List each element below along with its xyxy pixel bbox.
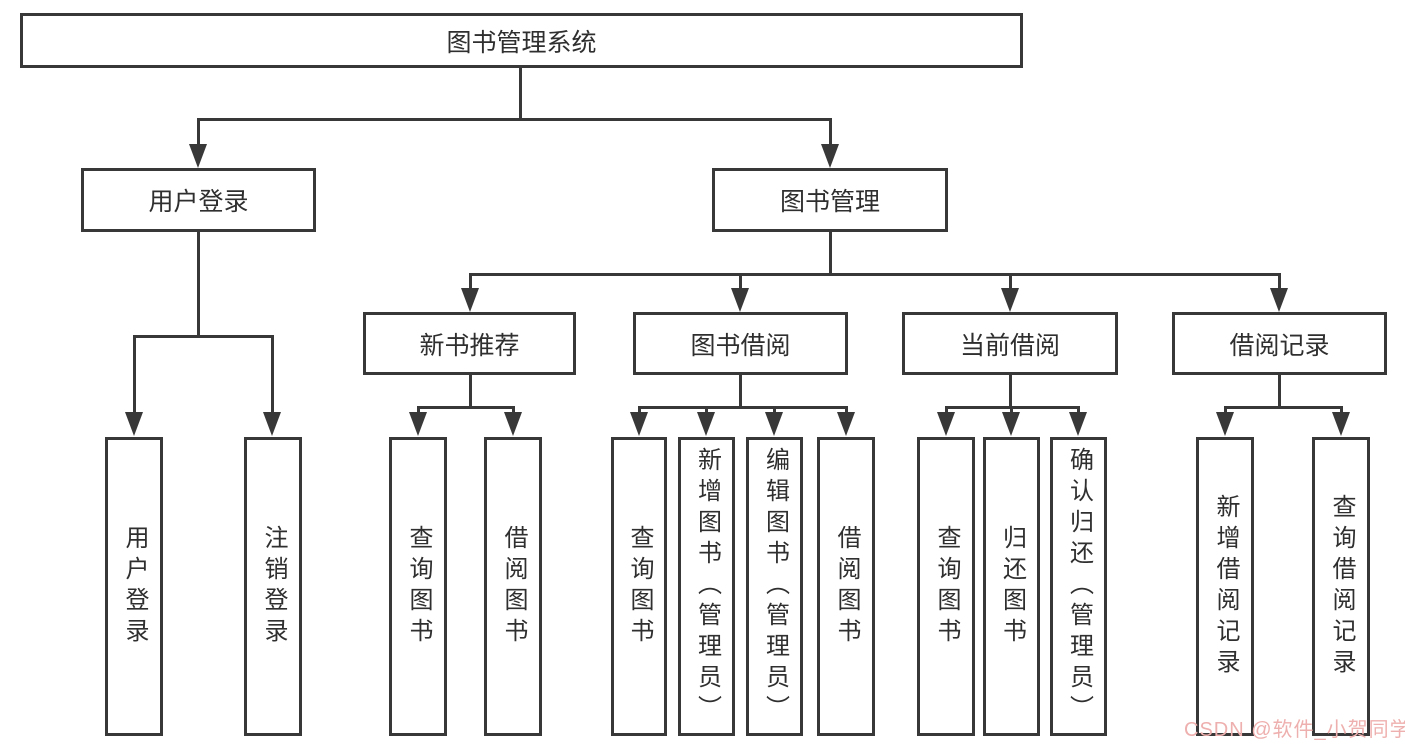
arrowhead-down-icon	[837, 412, 855, 436]
connector-stem	[469, 273, 472, 290]
leaf-return-book-label: 归还图书	[998, 524, 1026, 649]
arrowhead-down-icon	[409, 412, 427, 436]
node-book-borrow: 图书借阅	[633, 312, 848, 375]
node-book-management-label: 图书管理	[779, 188, 880, 216]
leaf-borrow-book-newrec-label: 借阅图书	[500, 524, 527, 649]
connector-stem	[271, 335, 274, 414]
node-new-book-recommend-label: 新书推荐	[419, 331, 520, 360]
node-user-login-label: 用户登录	[148, 188, 249, 216]
leaf-query-book-borrow-label: 查询图书	[626, 524, 653, 649]
connector-bar	[1224, 406, 1342, 409]
leaf-add-borrow-record-label: 新增借阅记录	[1212, 493, 1239, 680]
node-root-label: 图书管理系统	[446, 28, 597, 57]
leaf-borrow-book: 借阅图书	[817, 437, 875, 736]
connector-stem	[773, 406, 776, 414]
connector-stem	[1340, 406, 1343, 414]
arrowhead-down-icon	[263, 412, 281, 436]
arrowhead-down-icon	[1216, 412, 1234, 436]
connector-stem	[417, 406, 420, 414]
leaf-add-book-admin: 新增图书（管理员）	[678, 437, 735, 736]
connector-level2-bar	[469, 273, 1280, 276]
connector-stem	[1224, 406, 1227, 414]
connector-level1-bar	[197, 118, 832, 121]
leaf-query-book-borrow: 查询图书	[611, 437, 667, 736]
leaf-logout-login: 注销登录	[244, 437, 302, 736]
connector-stem	[945, 406, 948, 414]
arrowhead-down-icon	[504, 412, 522, 436]
connector-bar	[133, 335, 274, 338]
leaf-confirm-return-admin: 确认归还（管理员）	[1050, 437, 1107, 736]
leaf-borrow-book-label: 借阅图书	[833, 524, 860, 649]
leaf-borrow-book-newrec: 借阅图书	[484, 437, 542, 736]
arrowhead-down-icon	[189, 144, 207, 168]
connector-stem	[197, 232, 200, 335]
connector-stem	[133, 335, 136, 414]
node-root: 图书管理系统	[20, 13, 1023, 68]
node-new-book-recommend: 新书推荐	[363, 312, 576, 375]
connector-stem	[1278, 273, 1281, 290]
connector-stem	[829, 232, 832, 273]
leaf-confirm-return-admin-label: 确认归还（管理员）	[1065, 447, 1093, 726]
node-borrow-records-label: 借阅记录	[1229, 331, 1330, 360]
connector-stem	[1009, 375, 1012, 406]
connector-stem	[1278, 375, 1281, 406]
connector-stem	[739, 273, 742, 290]
node-book-borrow-label: 图书借阅	[690, 331, 791, 360]
leaf-user-login: 用户登录	[105, 437, 163, 736]
arrowhead-down-icon	[1332, 412, 1350, 436]
leaf-return-book: 归还图书	[983, 437, 1040, 736]
arrowhead-down-icon	[630, 412, 648, 436]
connector-stem	[638, 406, 641, 414]
connector-root-stem	[519, 68, 522, 118]
node-user-login: 用户登录	[81, 168, 316, 232]
connector-stem	[845, 406, 848, 414]
connector-stem	[1009, 273, 1012, 290]
connector-stem	[197, 118, 200, 146]
connector-stem	[739, 375, 742, 406]
connector-stem	[1010, 406, 1013, 414]
leaf-add-book-admin-label: 新增图书（管理员）	[693, 447, 721, 726]
connector-stem	[829, 118, 832, 146]
arrowhead-down-icon	[821, 144, 839, 168]
arrowhead-down-icon	[1069, 412, 1087, 436]
leaf-query-book-newrec: 查询图书	[389, 437, 447, 736]
leaf-query-borrow-record: 查询借阅记录	[1312, 437, 1370, 736]
connector-stem	[705, 406, 708, 414]
arrowhead-down-icon	[1002, 412, 1020, 436]
connector-stem	[1077, 406, 1080, 414]
leaf-query-borrow-record-label: 查询借阅记录	[1328, 493, 1355, 680]
node-book-management: 图书管理	[712, 168, 948, 232]
leaf-query-book-current: 查询图书	[917, 437, 975, 736]
leaf-edit-book-admin: 编辑图书（管理员）	[746, 437, 803, 736]
arrowhead-down-icon	[125, 412, 143, 436]
csdn-watermark: CSDN @软件_小贺同学	[1184, 713, 1405, 742]
arrowhead-down-icon	[461, 288, 479, 312]
arrowhead-down-icon	[731, 288, 749, 312]
connector-bar	[638, 406, 847, 409]
leaf-logout-login-label: 注销登录	[260, 524, 287, 649]
connector-stem	[469, 375, 472, 406]
arrowhead-down-icon	[697, 412, 715, 436]
leaf-edit-book-admin-label: 编辑图书（管理员）	[761, 447, 789, 726]
leaf-query-book-newrec-label: 查询图书	[405, 524, 432, 649]
leaf-query-book-current-label: 查询图书	[933, 524, 960, 649]
connector-stem	[512, 406, 515, 414]
arrowhead-down-icon	[765, 412, 783, 436]
csdn-watermark-text: CSDN @软件_小贺同学	[1184, 719, 1405, 741]
arrowhead-down-icon	[937, 412, 955, 436]
node-borrow-records: 借阅记录	[1172, 312, 1387, 375]
node-current-borrow-label: 当前借阅	[959, 331, 1060, 360]
connector-bar	[417, 406, 514, 409]
arrowhead-down-icon	[1001, 288, 1019, 312]
leaf-user-login-label: 用户登录	[121, 524, 148, 649]
leaf-add-borrow-record: 新增借阅记录	[1196, 437, 1254, 736]
node-current-borrow: 当前借阅	[902, 312, 1118, 375]
arrowhead-down-icon	[1270, 288, 1288, 312]
